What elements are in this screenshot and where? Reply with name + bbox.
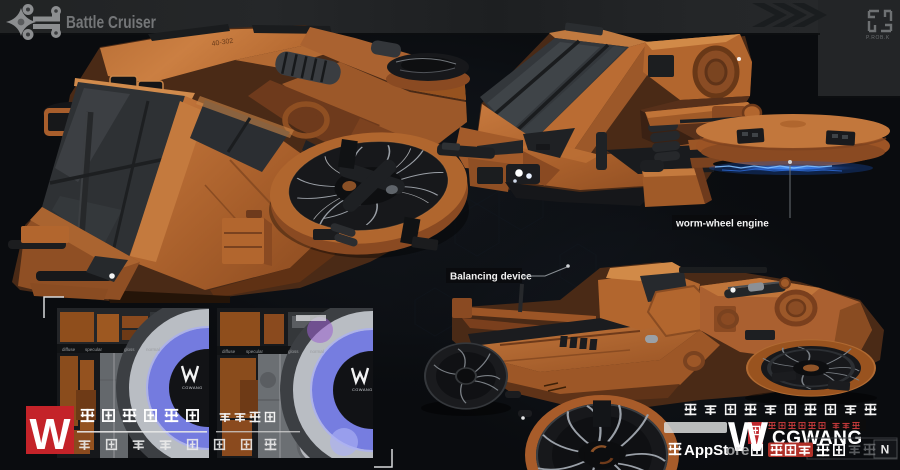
svg-text:CGWANG: CGWANG [352,387,373,392]
svg-text:40-302: 40-302 [211,38,234,48]
svg-text:gloss: gloss [124,347,135,352]
svg-text:normal: normal [310,349,324,354]
svg-text:diffuse: diffuse [222,349,236,354]
svg-text:CGWANG: CGWANG [182,385,203,390]
svg-text:N: N [881,443,890,457]
svg-text:diffuse: diffuse [62,347,76,352]
svg-text:worm-wheel engine: worm-wheel engine [675,219,769,230]
svg-text:ore: ore [726,442,749,459]
svg-text:specular: specular [246,349,264,354]
svg-text:AppSt: AppSt [684,442,728,459]
svg-text:Battle Cruiser: Battle Cruiser [66,12,156,32]
svg-text:gloss: gloss [288,349,299,354]
svg-text:W: W [30,410,71,459]
svg-text:Balancing device: Balancing device [450,272,532,283]
svg-text:specular: specular [85,347,103,352]
svg-text:P.ROB.K: P.ROB.K [866,35,890,41]
svg-text:normal: normal [146,347,160,352]
